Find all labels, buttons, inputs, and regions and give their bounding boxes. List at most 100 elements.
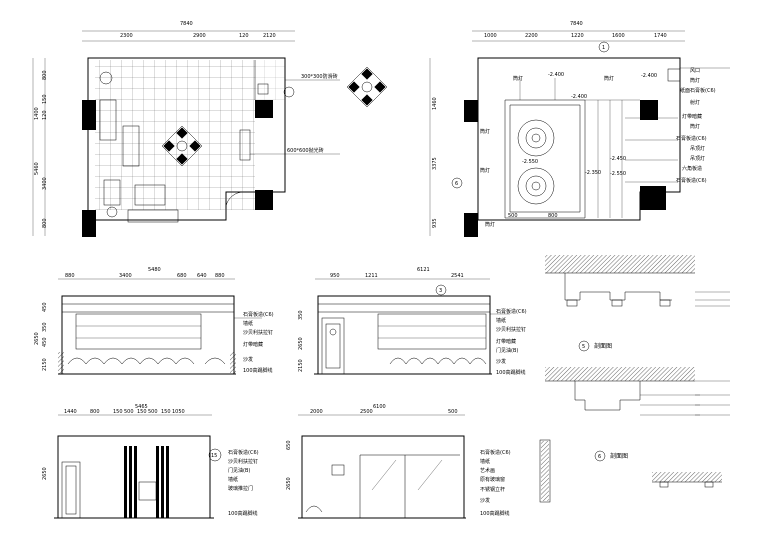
svg-text:6: 6 xyxy=(598,454,601,460)
sofa-cushion xyxy=(157,357,177,365)
svg-text:筒灯: 筒灯 xyxy=(604,75,614,82)
sofa-cushion xyxy=(421,357,439,365)
elevation-b: 6121 950 1211 2541 3 350 2650 2150 石膏板造(… xyxy=(298,267,527,376)
svg-text:筒灯: 筒灯 xyxy=(513,75,523,82)
svg-text:石膏板造(C6): 石膏板造(C6) xyxy=(480,449,511,456)
svg-text:筒灯: 筒灯 xyxy=(690,123,700,130)
svg-text:3: 3 xyxy=(439,288,442,294)
svg-text:石膏板造(C6): 石膏板造(C6) xyxy=(243,311,274,318)
svg-text:石膏板造(C6): 石膏板造(C6) xyxy=(496,308,527,315)
svg-text:800: 800 xyxy=(42,70,48,80)
svg-text:不锈钢立杆: 不锈钢立杆 xyxy=(480,486,505,493)
svg-text:2200: 2200 xyxy=(525,33,538,39)
svg-text:沙贝利扶拉钉: 沙贝利扶拉钉 xyxy=(228,458,258,465)
sofa-cushion xyxy=(139,357,159,365)
svg-text:500: 500 xyxy=(448,409,458,415)
svg-text:350: 350 xyxy=(298,310,304,320)
svg-text:2300: 2300 xyxy=(120,33,133,39)
svg-text:沙贝利扶拉钉: 沙贝利扶拉钉 xyxy=(243,329,273,336)
svg-text:墙纸: 墙纸 xyxy=(496,317,506,324)
svg-text:5465: 5465 xyxy=(135,404,148,410)
svg-text:6121: 6121 xyxy=(417,267,430,273)
svg-text:石膏板造(C6): 石膏板造(C6) xyxy=(676,135,707,142)
svg-text:3400: 3400 xyxy=(42,177,48,190)
sofa-cushion xyxy=(121,357,141,365)
svg-text:1050: 1050 xyxy=(172,409,185,415)
svg-text:门见油(B): 门见油(B) xyxy=(228,467,250,474)
svg-text:沙发: 沙发 xyxy=(243,356,253,363)
svg-text:-2.550: -2.550 xyxy=(610,171,626,177)
svg-text:3375: 3375 xyxy=(432,157,438,170)
elevation-d: 6100 2000 2500 500 2650 650 石膏板造(C6) 墙纸 … xyxy=(286,404,511,519)
svg-text:5480: 5480 xyxy=(148,267,161,273)
svg-text:950: 950 xyxy=(330,273,340,279)
svg-text:2150: 2150 xyxy=(298,359,304,372)
svg-text:剖面图: 剖面图 xyxy=(610,452,628,460)
svg-text:六角板造: 六角板造 xyxy=(682,165,702,172)
svg-text:800: 800 xyxy=(548,213,558,219)
svg-text:2120: 2120 xyxy=(263,33,276,39)
svg-text:880: 880 xyxy=(215,273,225,279)
svg-text:350: 350 xyxy=(42,322,48,332)
svg-text:100高踢脚线: 100高踢脚线 xyxy=(480,510,510,517)
svg-text:150: 150 xyxy=(137,409,147,415)
svg-text:原有玻璃窗: 原有玻璃窗 xyxy=(480,476,505,483)
svg-text:100高踢脚线: 100高踢脚线 xyxy=(496,369,526,376)
svg-text:沙发: 沙发 xyxy=(480,497,490,504)
sofa-cushion xyxy=(305,505,323,513)
svg-text:射灯: 射灯 xyxy=(690,99,700,106)
sofa-cushion xyxy=(175,357,195,365)
svg-text:1600: 1600 xyxy=(612,33,625,39)
svg-text:沙发: 沙发 xyxy=(496,358,506,365)
svg-text:2900: 2900 xyxy=(193,33,206,39)
sofa-cushion xyxy=(469,357,487,365)
section-2: 6 剖面图 xyxy=(539,367,730,503)
svg-text:-2.400: -2.400 xyxy=(641,73,657,79)
section-1: 5 剖面图 xyxy=(545,255,730,352)
svg-text:筒灯: 筒灯 xyxy=(480,128,490,135)
svg-text:680: 680 xyxy=(177,273,187,279)
sofa-cushion xyxy=(67,357,87,365)
svg-text:墙纸: 墙纸 xyxy=(243,320,253,327)
svg-text:100高踢脚线: 100高踢脚线 xyxy=(228,510,258,517)
svg-text:7840: 7840 xyxy=(570,21,583,27)
elevation-a: 5480 880 3400 680 640 880 450 350 450 26… xyxy=(34,267,274,375)
sofa-cushion xyxy=(204,357,226,365)
svg-text:筒灯: 筒灯 xyxy=(485,221,495,228)
svg-text:门见油(B): 门见油(B) xyxy=(496,347,518,354)
svg-text:5460: 5460 xyxy=(34,162,40,175)
svg-text:935: 935 xyxy=(432,218,438,228)
svg-text:6100: 6100 xyxy=(373,404,386,410)
svg-text:500: 500 xyxy=(124,409,134,415)
svg-text:2541: 2541 xyxy=(451,273,464,279)
svg-text:120: 120 xyxy=(42,110,48,120)
svg-text:1740: 1740 xyxy=(654,33,667,39)
svg-text:800: 800 xyxy=(42,218,48,228)
svg-text:500: 500 xyxy=(508,213,518,219)
svg-text:500: 500 xyxy=(148,409,158,415)
sofa-cushion xyxy=(405,357,423,365)
svg-text:150: 150 xyxy=(42,94,48,104)
elevation-c: 5465 1440 800 150 500 150 500 150 1050 2… xyxy=(42,404,259,519)
sofa-cushion xyxy=(389,357,407,365)
svg-text:灯带暗藏: 灯带暗藏 xyxy=(682,113,702,120)
ceiling-plan-right: 7840 1000 2200 1220 1600 1740 1460 3375 … xyxy=(429,21,730,237)
svg-text:150: 150 xyxy=(161,409,171,415)
svg-text:100高踢脚线: 100高踢脚线 xyxy=(243,367,273,374)
label-tile2: 600*600抛光砖 xyxy=(287,147,324,154)
svg-text:-2.550: -2.550 xyxy=(522,159,538,165)
svg-text:-2.350: -2.350 xyxy=(585,170,601,176)
svg-text:墙纸: 墙纸 xyxy=(480,458,490,465)
svg-text:2000: 2000 xyxy=(310,409,323,415)
svg-text:800: 800 xyxy=(90,409,100,415)
svg-text:吊顶灯: 吊顶灯 xyxy=(690,155,705,162)
svg-text:450: 450 xyxy=(42,337,48,347)
svg-text:1400: 1400 xyxy=(34,107,40,120)
svg-text:3400: 3400 xyxy=(119,273,132,279)
svg-text:筒灯: 筒灯 xyxy=(690,77,700,84)
svg-text:1: 1 xyxy=(602,45,605,51)
svg-text:2650: 2650 xyxy=(298,337,304,350)
svg-text:-2.400: -2.400 xyxy=(571,94,587,100)
